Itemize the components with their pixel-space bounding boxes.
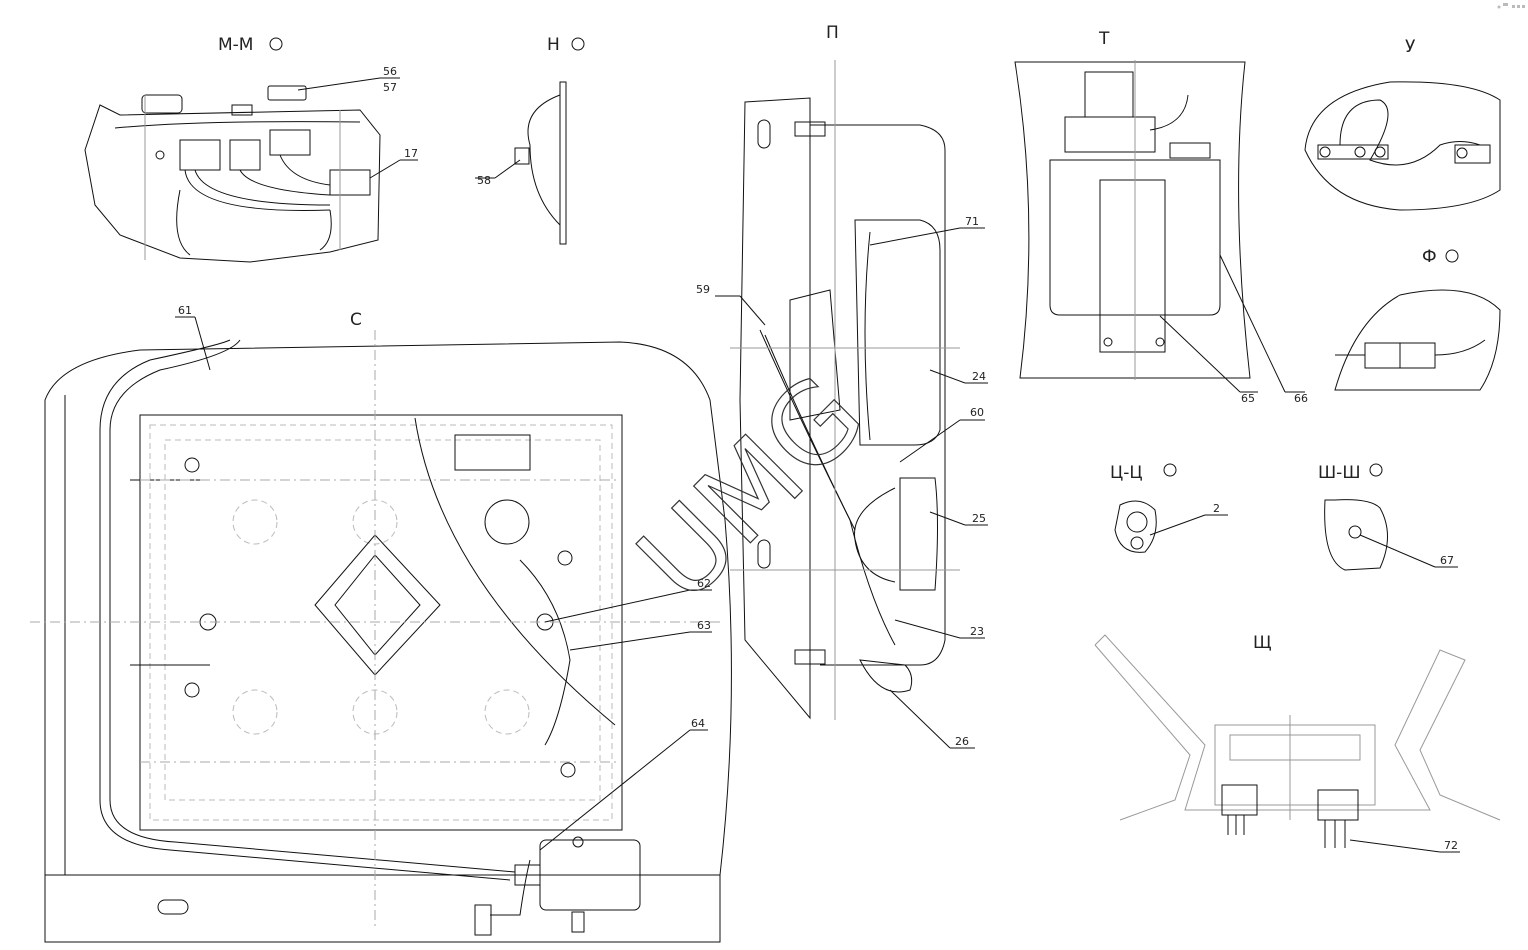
view-title-p: П [826,23,839,43]
view-title-shch: Щ [1253,633,1272,653]
view-title-mm: М-М [218,35,253,55]
view-tsts-drawing [1114,500,1228,553]
callout-72: 72 [1444,839,1458,852]
view-title-tsts: Ц-Ц [1110,463,1143,483]
callout-25: 25 [972,512,986,525]
view-shsh-drawing [1324,499,1458,571]
view-t-drawing [1014,60,1305,393]
view-title-shsh: Ш-Ш [1318,463,1361,483]
view-titles: М-М Н П Т У Ф С Ц-Ц Ш-Ш Щ [218,23,1459,653]
view-u-drawing [1304,81,1501,211]
callout-24: 24 [972,370,986,383]
callout-2: 2 [1213,502,1220,515]
view-n-drawing [475,81,567,245]
view-title-s: С [350,310,362,330]
callout-71: 71 [965,215,979,228]
callout-57: 57 [383,81,397,94]
view-s-drawing [30,316,732,943]
rotated-view-icon [1445,249,1459,263]
rotated-view-icon [1163,463,1177,477]
callout-64: 64 [691,717,705,730]
callout-23: 23 [970,625,984,638]
callout-61: 61 [178,304,192,317]
callout-63: 63 [697,619,711,632]
view-title-f: Ф [1422,247,1437,267]
callout-59: 59 [696,283,710,296]
corner-indicator-icon [1497,3,1525,9]
callout-56: 56 [383,65,397,78]
view-p-drawing [715,60,988,749]
callout-67: 67 [1440,554,1454,567]
rotated-view-icon [269,37,283,51]
callout-66: 66 [1294,392,1308,405]
view-title-n: Н [547,35,560,55]
rotated-view-icon [571,37,585,51]
watermark-logo: UMG [614,351,889,626]
callout-58: 58 [477,174,491,187]
view-title-t: Т [1098,29,1110,49]
callout-62: 62 [697,577,711,590]
callout-26: 26 [955,735,969,748]
view-shch-drawing [1094,634,1501,853]
callout-17: 17 [404,147,418,160]
callout-65: 65 [1241,392,1255,405]
view-mm-drawing [84,77,418,263]
rotated-view-icon [1369,463,1383,477]
callout-60: 60 [970,406,984,419]
view-title-u: У [1405,37,1416,57]
view-f-drawing [1334,289,1501,391]
